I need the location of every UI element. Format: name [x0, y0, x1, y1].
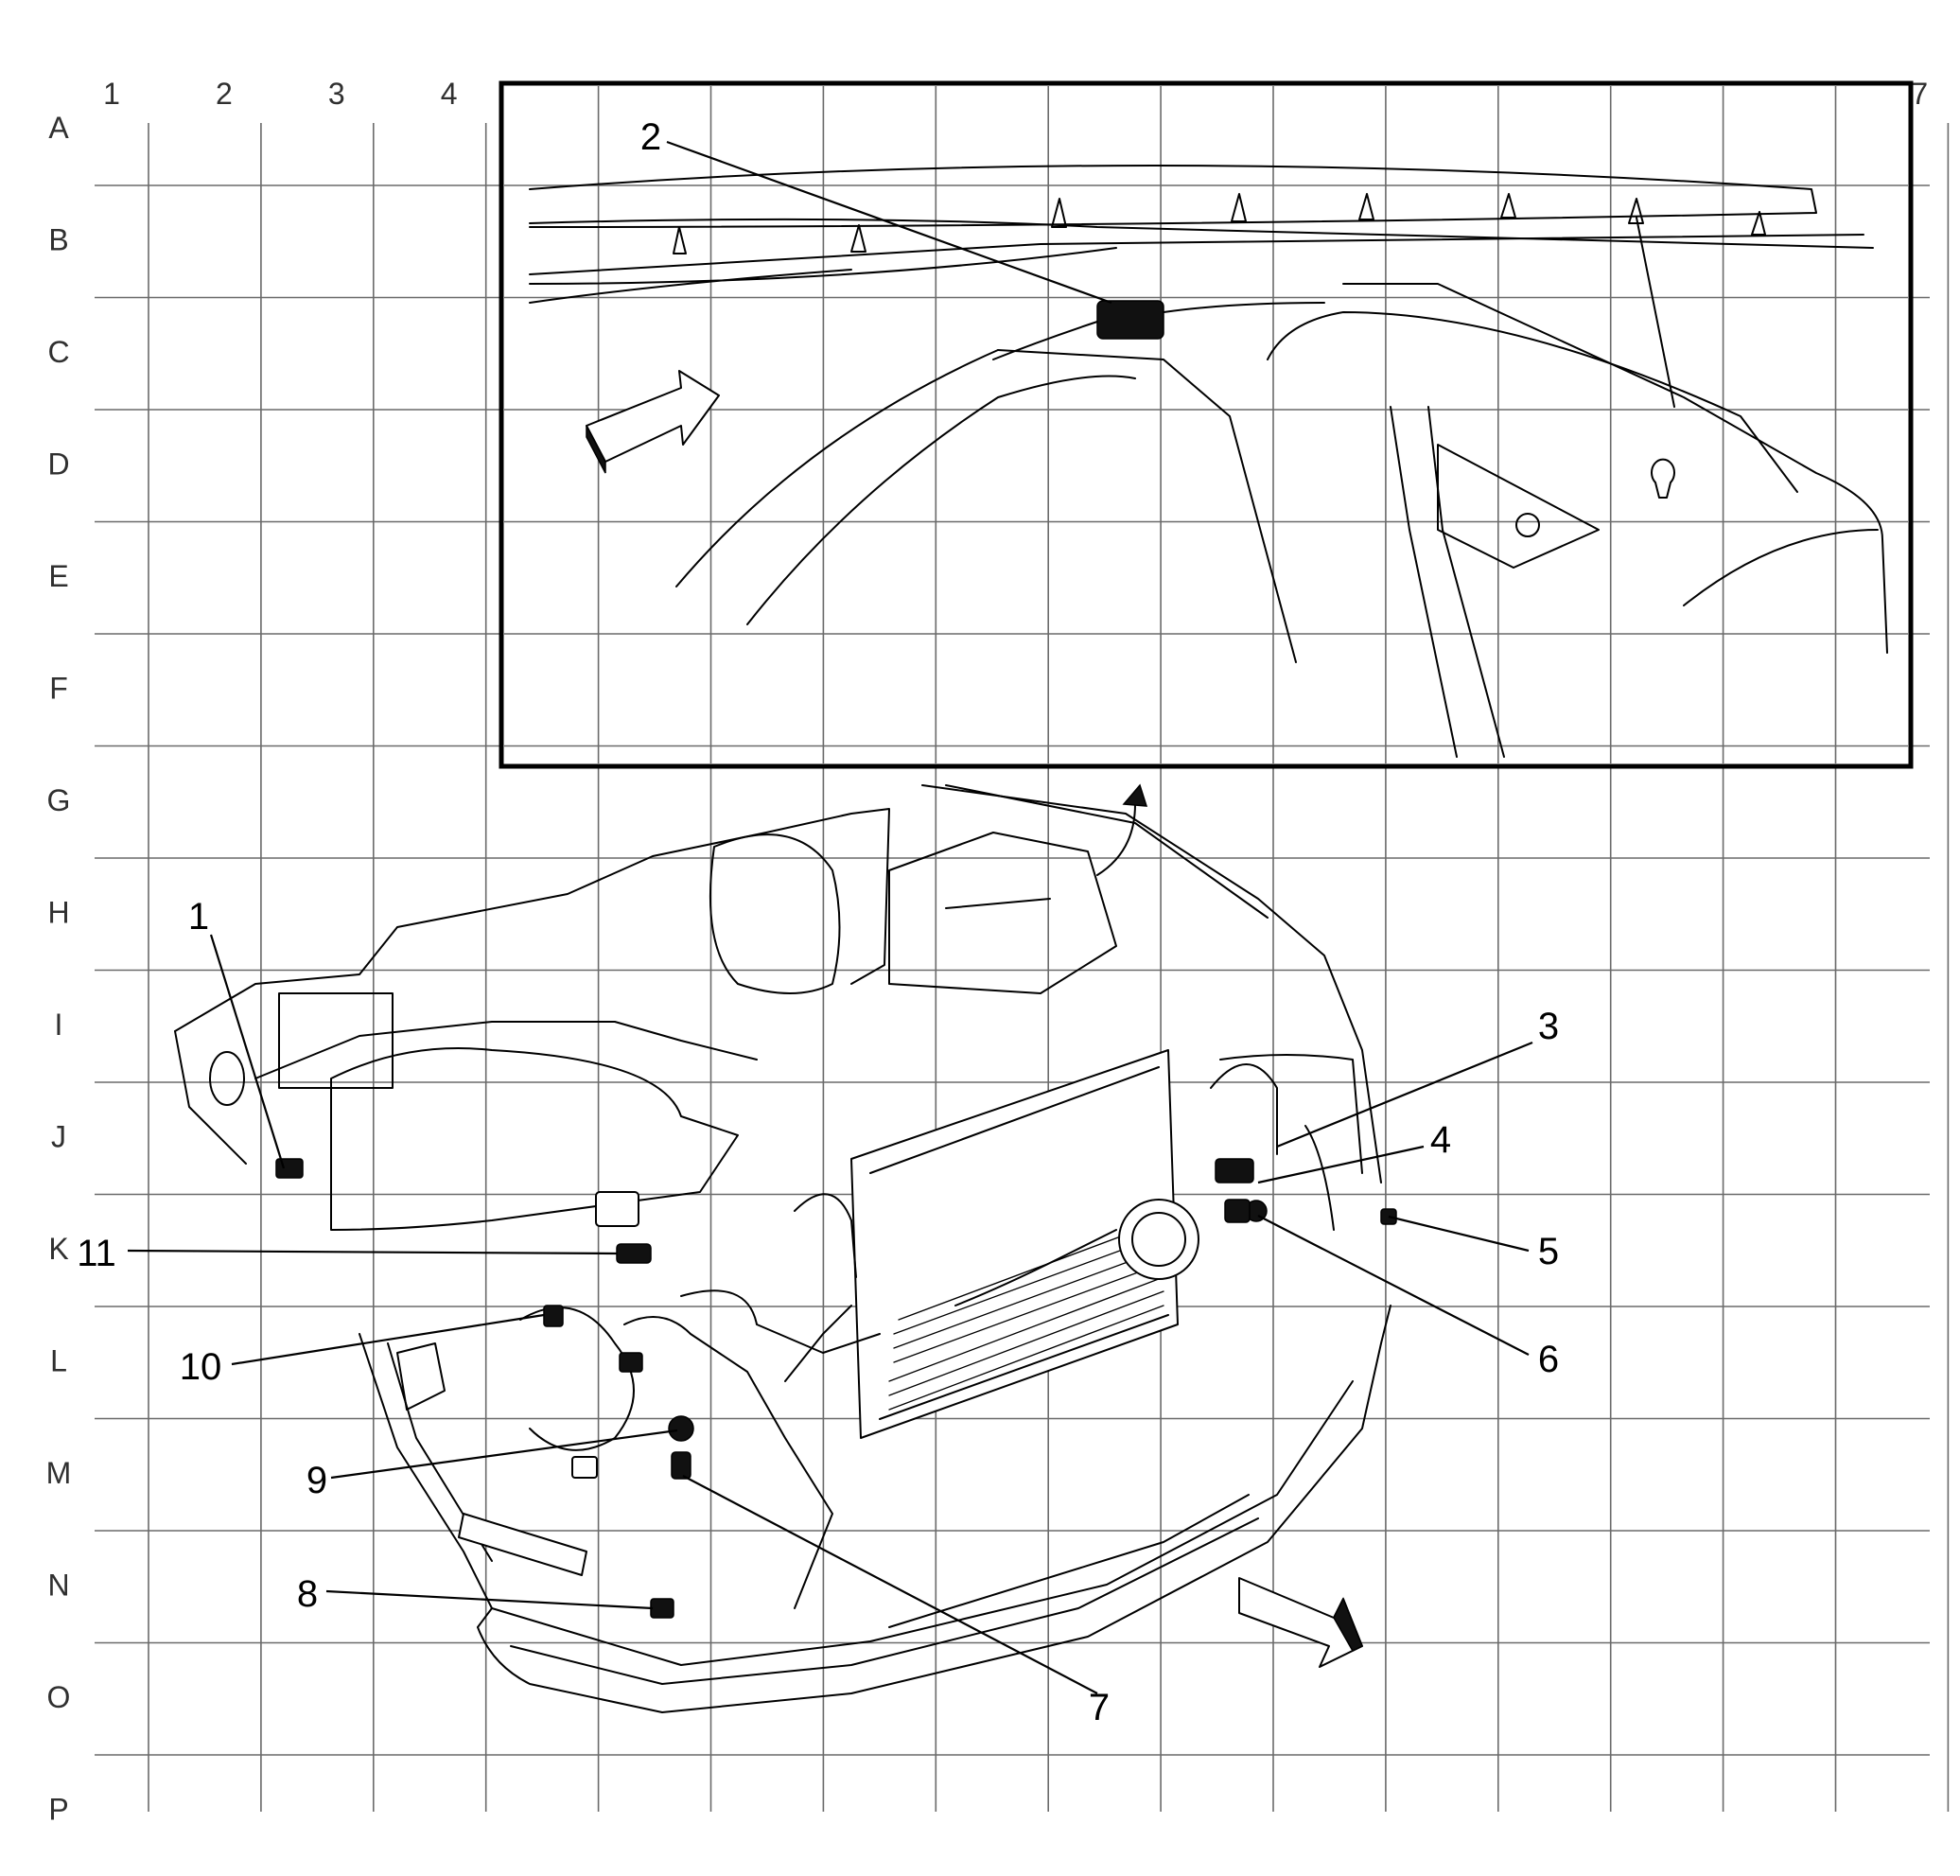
callout-2: 2: [640, 116, 661, 158]
callout-leaders: [127, 140, 1533, 1694]
row-label: M: [46, 1456, 72, 1490]
callout-9: 9: [306, 1460, 327, 1501]
callout-1: 1: [188, 896, 209, 938]
row-label: G: [47, 783, 71, 817]
column-label: 2: [216, 77, 233, 111]
row-labels: A B C D E F G H I J K L M N O P: [46, 111, 72, 1827]
callout-8: 8: [297, 1573, 318, 1615]
engine-compartment-illustration: [174, 783, 1397, 1713]
callout-4: 4: [1430, 1119, 1451, 1161]
callout-11: 11: [77, 1233, 116, 1274]
callout-6: 6: [1538, 1339, 1559, 1380]
row-label: C: [47, 335, 69, 369]
row-label: K: [48, 1232, 68, 1266]
row-label: N: [47, 1569, 69, 1603]
inset-detail-view: [499, 80, 1914, 769]
column-label: 1: [103, 77, 120, 111]
row-label: H: [47, 896, 69, 930]
column-label: 4: [441, 77, 458, 111]
callout-5: 5: [1538, 1231, 1559, 1272]
row-label: J: [51, 1120, 66, 1154]
row-label: A: [48, 111, 69, 145]
row-label: I: [55, 1008, 63, 1042]
callout-3: 3: [1538, 1006, 1559, 1047]
row-label: E: [48, 559, 68, 593]
row-label: L: [50, 1344, 67, 1378]
row-label: F: [49, 672, 68, 706]
row-label: B: [48, 223, 68, 257]
callout-10: 10: [180, 1346, 222, 1388]
row-label: P: [48, 1793, 68, 1827]
row-label: O: [47, 1680, 71, 1714]
callout-7: 7: [1089, 1687, 1110, 1728]
column-label: 3: [328, 77, 345, 111]
callout-numbers: 1 2 3 4 5 6 7 8 9 10 11: [77, 116, 1559, 1728]
row-label: D: [47, 447, 69, 482]
